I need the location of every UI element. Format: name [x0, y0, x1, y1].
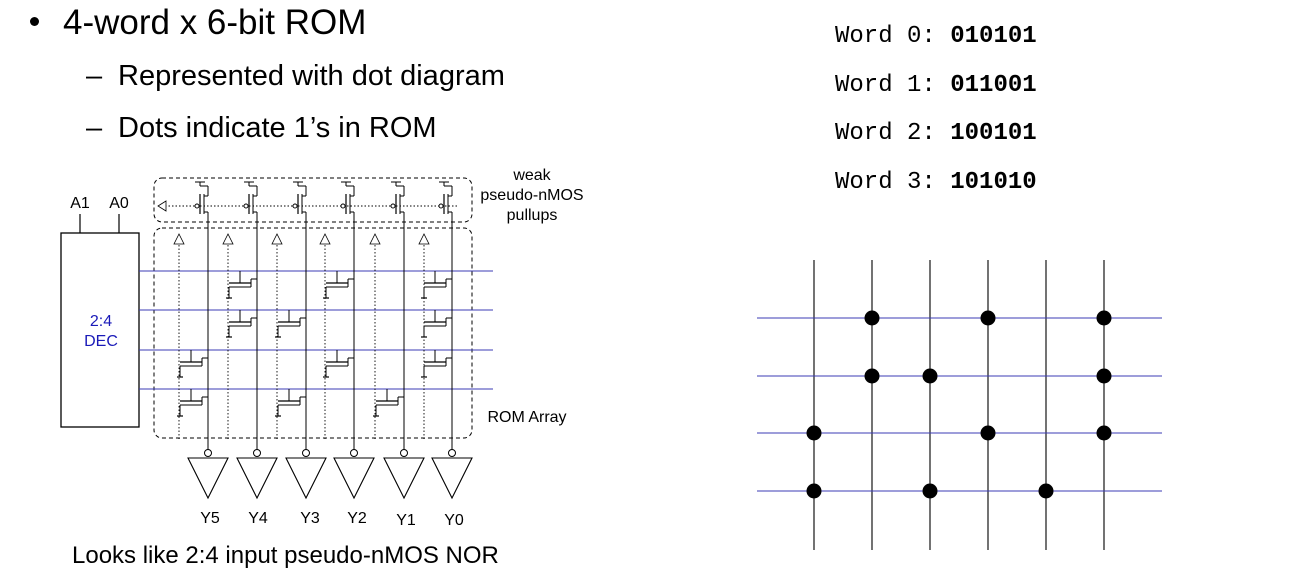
- inverter-bubble: [302, 449, 310, 457]
- rom-array-label: ROM Array: [487, 409, 566, 426]
- rom-array-region: [153, 227, 473, 439]
- arrow-icon: [222, 233, 234, 245]
- word-bits: 100101: [950, 120, 1037, 147]
- dot-diagram-grid: [757, 260, 1162, 550]
- main-bullet: 4-word x 6-bit ROM: [30, 2, 366, 44]
- schematic-transistor-network: [139, 181, 493, 500]
- word-label: Word 0:: [835, 23, 936, 50]
- word-row: Word 1: 011001: [835, 71, 1037, 120]
- word-row: Word 0: 010101: [835, 22, 1037, 71]
- word-label: Word 2:: [835, 120, 936, 147]
- arrow-icon: [369, 233, 381, 245]
- decoder-block: [60, 232, 140, 428]
- decoder-label-line2: DEC: [84, 333, 118, 350]
- output-label-y1: Y1: [396, 512, 416, 529]
- inverter-bubble: [448, 449, 456, 457]
- stored-one-dot: [1038, 483, 1054, 499]
- subpoint-2: –Dots indicate 1’s in ROM: [86, 110, 437, 146]
- word-bits: 010101: [950, 23, 1037, 50]
- bullet-dot: [30, 17, 39, 27]
- word-row: Word 2: 100101: [835, 119, 1037, 168]
- pullup-label-line2: pseudo-nMOS: [480, 187, 583, 204]
- arrow-icon: [319, 233, 331, 245]
- inverter-bubble: [253, 449, 261, 457]
- inverter-bubble: [350, 449, 358, 457]
- stored-one-dot: [864, 368, 880, 384]
- address-label-a1: A1: [70, 195, 90, 212]
- subpoint-dash: –: [86, 112, 103, 144]
- inverter-icon: [431, 457, 473, 500]
- word-list: Word 0: 010101 Word 1: 011001 Word 2: 10…: [835, 22, 1037, 216]
- output-label-y4: Y4: [248, 510, 268, 527]
- inverter-icon: [236, 457, 278, 500]
- output-label-y5: Y5: [200, 510, 220, 527]
- arrow-icon: [271, 233, 283, 245]
- arrow-left-icon: [157, 200, 167, 212]
- pmos-bubble: [194, 203, 200, 209]
- inverter-bubble: [204, 449, 212, 457]
- pmos-bubble: [340, 203, 346, 209]
- pmos-bubble: [390, 203, 396, 209]
- decoder-label-line1: 2:4: [90, 313, 112, 330]
- inverter-bubble: [400, 449, 408, 457]
- stored-one-dot: [922, 368, 938, 384]
- subpoint-1: –Represented with dot diagram: [86, 58, 505, 94]
- stored-one-dot: [980, 310, 996, 326]
- word-bits: 101010: [950, 168, 1037, 196]
- pullup-label-line1: weak: [512, 167, 551, 184]
- stored-one-dot: [922, 483, 938, 499]
- pullup-label-line3: pullups: [507, 207, 558, 224]
- stored-one-dot: [806, 425, 822, 441]
- stored-one-dot: [806, 483, 822, 499]
- pmos-bubble: [243, 203, 249, 209]
- heading-text: 4-word x 6-bit ROM: [63, 3, 367, 42]
- pmos-bubble: [438, 203, 444, 209]
- subpoint-dash: –: [86, 60, 103, 92]
- subpoint-text: Dots indicate 1’s in ROM: [118, 112, 437, 144]
- word-label: Word 3:: [835, 168, 936, 196]
- stored-one-dot: [1096, 368, 1112, 384]
- inverter-icon: [383, 457, 425, 500]
- subpoint-text: Represented with dot diagram: [118, 60, 505, 92]
- inverter-icon: [187, 457, 229, 500]
- arrow-icon: [173, 233, 185, 245]
- address-label-a0: A0: [109, 195, 129, 212]
- stored-one-dot: [980, 425, 996, 441]
- output-label-y2: Y2: [347, 510, 367, 527]
- pmos-bubble: [292, 203, 298, 209]
- stored-one-dot: [1096, 310, 1112, 326]
- inverter-icon: [333, 457, 375, 500]
- arrow-icon: [418, 233, 430, 245]
- inverter-icon: [285, 457, 327, 500]
- stored-one-dot: [1096, 425, 1112, 441]
- output-label-y3: Y3: [300, 510, 320, 527]
- word-label: Word 1:: [835, 71, 936, 99]
- stored-one-dot: [864, 310, 880, 326]
- word-bits: 011001: [950, 71, 1037, 99]
- pullup-region: [153, 177, 473, 223]
- output-label-y0: Y0: [444, 512, 464, 529]
- word-row: Word 3: 101010: [835, 168, 1037, 217]
